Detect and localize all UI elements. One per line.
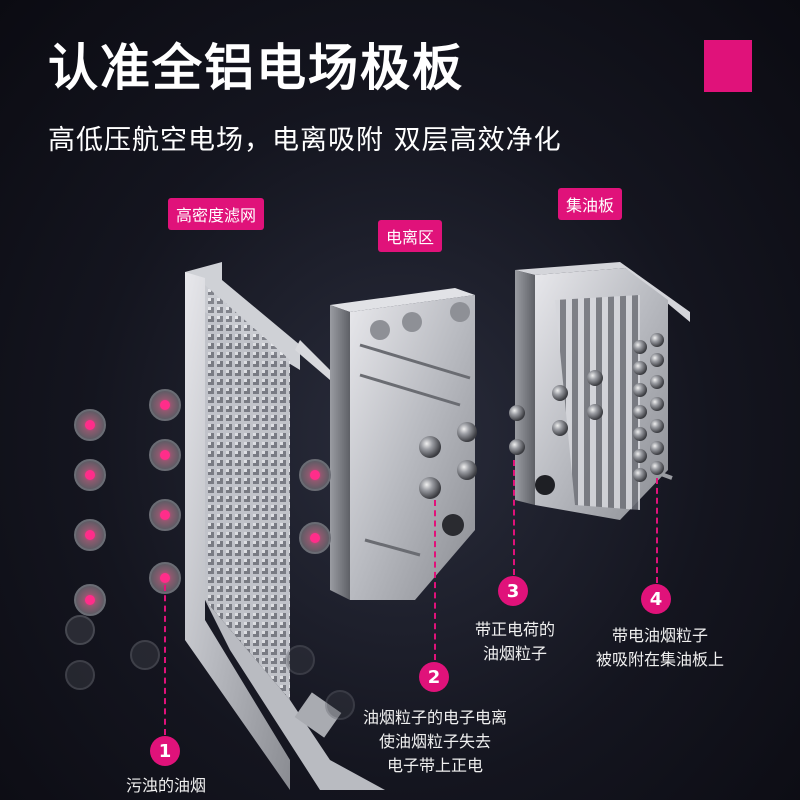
charged-particles-ionization [419, 422, 477, 499]
step-1-line-1: 污浊的油烟 [125, 776, 206, 795]
step-3-line-1: 带正电荷的 [474, 620, 555, 639]
step-2-badge: 2 [419, 662, 449, 692]
step-1-badge: 1 [150, 736, 180, 766]
connector-4 [656, 478, 658, 583]
step-2-line-3: 电子带上正电 [386, 756, 483, 775]
collector-panel [515, 262, 690, 520]
label-collector: 集油板 [558, 188, 623, 220]
step-4-badge: 4 [641, 584, 671, 614]
step-2-caption: 油烟粒子的电子电离 使油烟粒子失去 电子带上正电 [350, 706, 520, 778]
label-ionization: 电离区 [378, 220, 443, 252]
step-3-badge: 3 [498, 576, 528, 606]
page-title: 认准全铝电场极板 [48, 39, 464, 97]
ionization-panel [330, 288, 475, 600]
label-filter: 高密度滤网 [168, 198, 265, 230]
adsorbed-particles [509, 333, 664, 482]
step-4-line-1: 带电油烟粒子 [611, 626, 708, 645]
step-4-line-2: 被吸附在集油板上 [595, 650, 724, 669]
step-3-line-2: 油烟粒子 [482, 644, 547, 663]
connector-2 [434, 500, 436, 660]
filter-panel [185, 262, 385, 790]
step-3-caption: 带正电荷的 油烟粒子 [455, 618, 575, 666]
brand-square [704, 40, 752, 92]
connector-1 [164, 585, 166, 735]
particle-cores [85, 400, 320, 605]
step-4-caption: 带电油烟粒子 被吸附在集油板上 [580, 624, 740, 672]
step-2-line-1: 油烟粒子的电子电离 [362, 708, 507, 727]
step-1-caption: 污浊的油烟 [106, 774, 226, 798]
step-2-line-2: 使油烟粒子失去 [378, 732, 491, 751]
connector-3 [513, 460, 515, 575]
page-subtitle: 高低压航空电场，电离吸附 双层高效净化 [48, 125, 562, 156]
